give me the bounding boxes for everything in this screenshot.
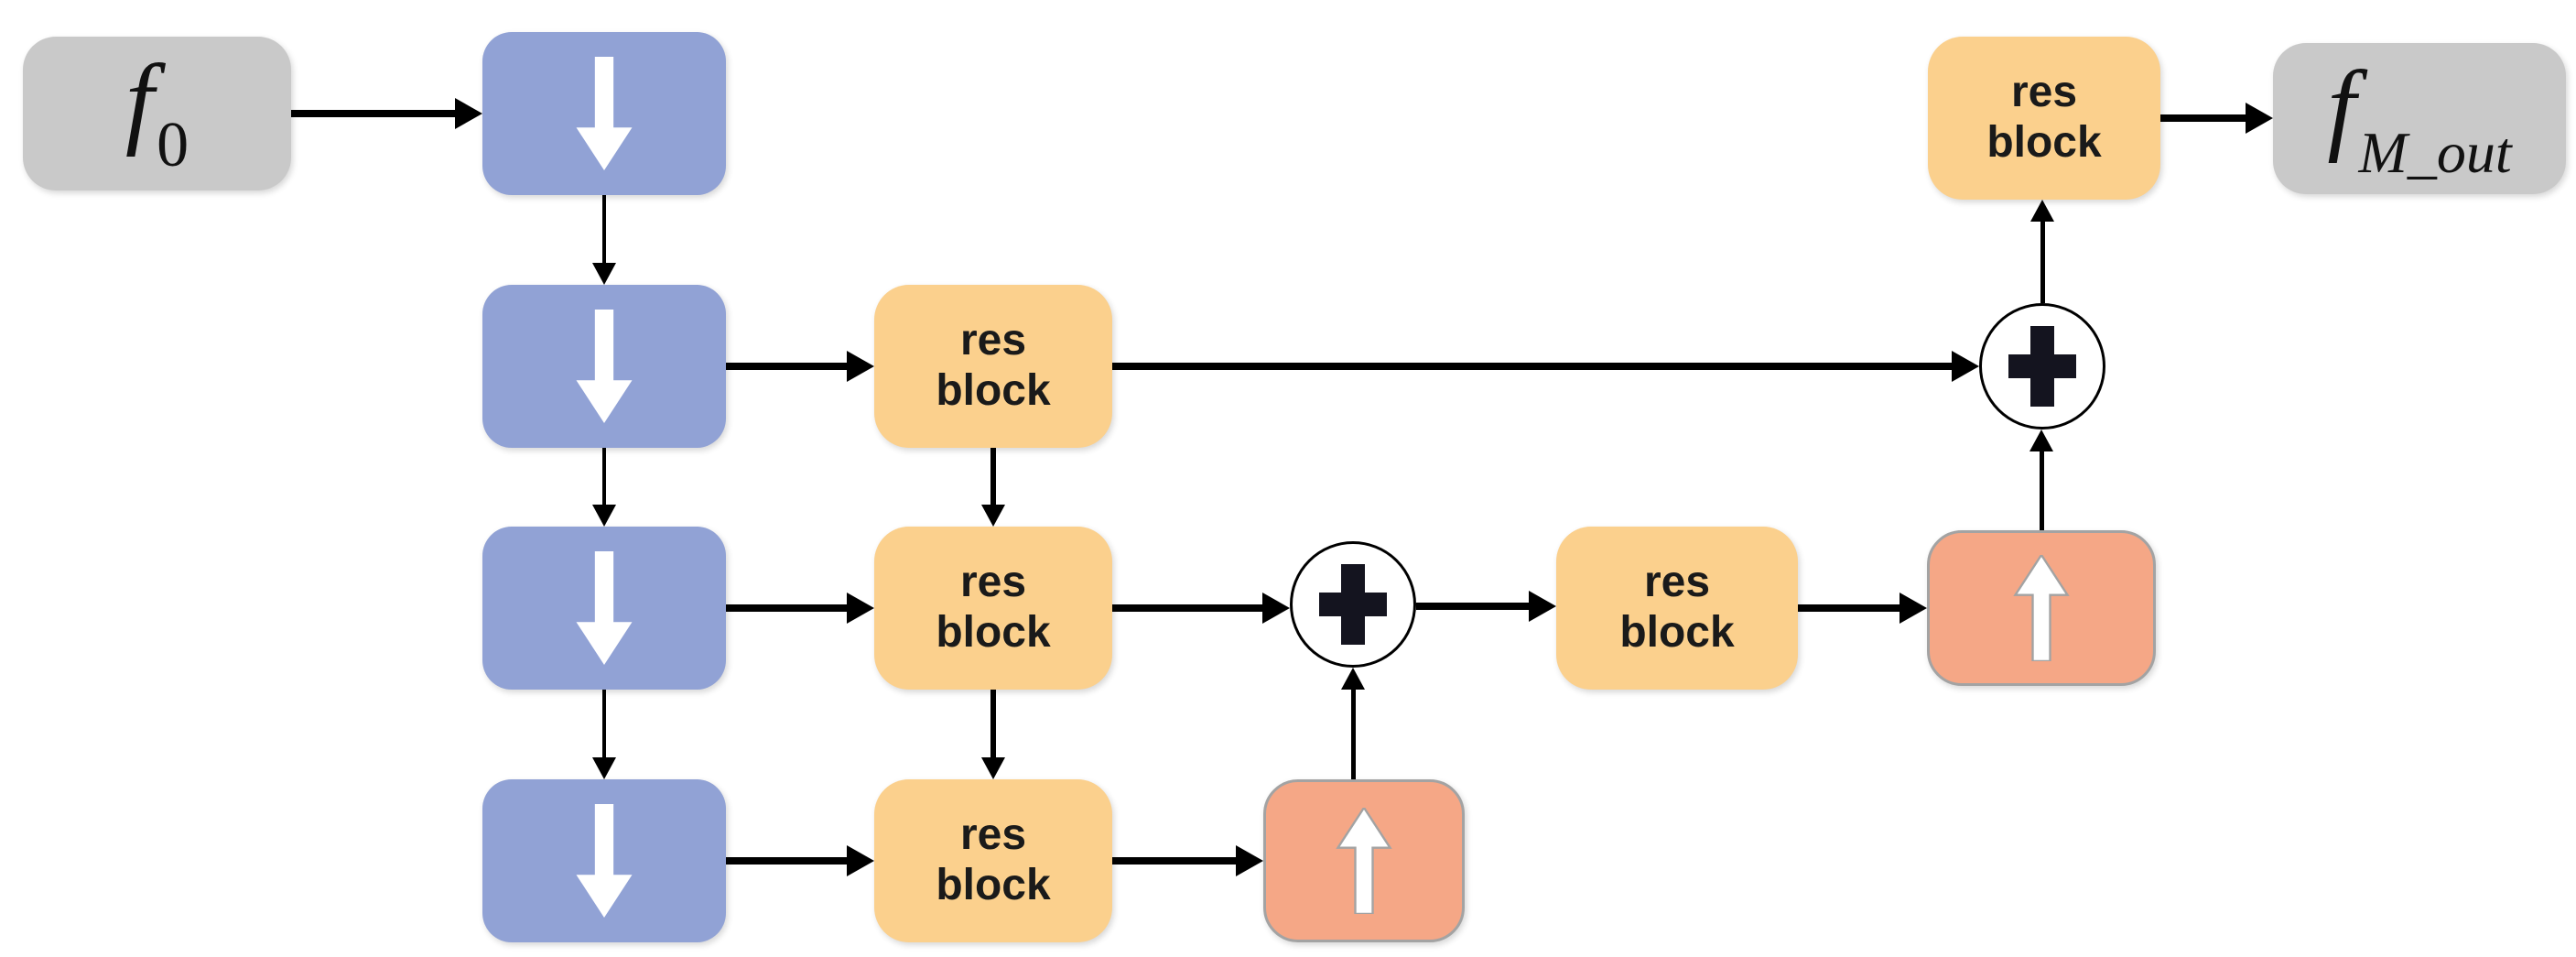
input-node-f0: f0 <box>23 37 291 190</box>
downsample-block-3 <box>482 527 726 690</box>
flow-arrow-f0-to-down1 <box>291 110 457 117</box>
plus-icon <box>1319 564 1387 645</box>
down-arrow-icon <box>576 57 633 170</box>
up-arrow-icon <box>2013 555 2070 661</box>
flow-arrow-res_l2-to-res_l3 <box>990 448 996 506</box>
flow-arrow-res_out-to-f_out <box>2246 103 2273 134</box>
flow-arrow-down2-to-res_l2 <box>726 363 849 370</box>
flow-arrow-res_mid-to-up_right <box>1798 604 1901 612</box>
flow-arrow-down3-to-res_l3 <box>726 604 849 612</box>
flow-arrow-add_top-to-res_out <box>2040 220 2045 303</box>
flow-arrow-res_out-to-f_out <box>2160 114 2247 122</box>
flow-arrow-res_l3-to-res_l4 <box>981 757 1005 779</box>
flow-arrow-down1-to-down2 <box>602 195 606 265</box>
flow-arrow-down3-to-res_l3 <box>847 593 874 624</box>
input-label: f0 <box>124 44 189 180</box>
flow-arrow-add_mid-to-res_mid <box>1529 591 1556 622</box>
add-node-middle <box>1290 541 1416 668</box>
flow-arrow-down3-to-down4 <box>602 690 606 759</box>
flow-arrow-down2-to-down3 <box>602 448 606 506</box>
flow-arrow-down2-to-res_l2 <box>847 351 874 382</box>
add-node-top <box>1979 303 2105 430</box>
plus-icon <box>2008 326 2076 407</box>
downsample-block-1 <box>482 32 726 195</box>
flow-arrow-down4-to-res_l4 <box>847 845 874 876</box>
down-arrow-icon <box>576 551 633 665</box>
down-arrow-icon <box>576 804 633 918</box>
flow-arrow-res_mid-to-up_right <box>1900 593 1927 624</box>
flow-arrow-res_l3-to-add_mid <box>1262 593 1290 624</box>
downsample-block-4 <box>482 779 726 942</box>
flow-arrow-res_l2-to-add_top <box>1112 363 1954 370</box>
flow-arrow-down4-to-res_l4 <box>726 857 849 865</box>
upsample-block-right <box>1927 530 2156 686</box>
flow-arrow-down2-to-down3 <box>592 505 616 527</box>
flow-arrow-add_top-to-res_out <box>2030 200 2054 222</box>
flow-arrow-res_l4-to-up_bottom <box>1236 845 1263 876</box>
output-node-fmout: fM_out <box>2273 43 2566 194</box>
flow-arrow-res_l2-to-res_l3 <box>981 505 1005 527</box>
flow-arrow-res_l3-to-res_l4 <box>990 690 996 759</box>
flow-arrow-res_l2-to-add_top <box>1952 351 1979 382</box>
upsample-block-bottom <box>1263 779 1465 942</box>
flow-arrow-up_bottom-to-add_mid <box>1350 688 1356 779</box>
flow-arrow-down1-to-down2 <box>592 263 616 285</box>
flow-arrow-up_right-to-add_top <box>2039 450 2044 530</box>
output-label: fM_out <box>2327 49 2512 185</box>
flow-arrow-up_right-to-add_top <box>2029 430 2053 451</box>
flow-arrow-res_l3-to-add_mid <box>1112 604 1264 612</box>
flow-arrow-f0-to-down1 <box>455 98 482 129</box>
flow-arrow-res_l4-to-up_bottom <box>1112 857 1238 865</box>
up-arrow-icon <box>1336 808 1392 914</box>
flow-arrow-up_bottom-to-add_mid <box>1341 668 1365 690</box>
down-arrow-icon <box>576 310 633 423</box>
flow-arrow-down3-to-down4 <box>592 757 616 779</box>
downsample-block-2 <box>482 285 726 448</box>
flow-arrow-add_mid-to-res_mid <box>1416 603 1531 610</box>
